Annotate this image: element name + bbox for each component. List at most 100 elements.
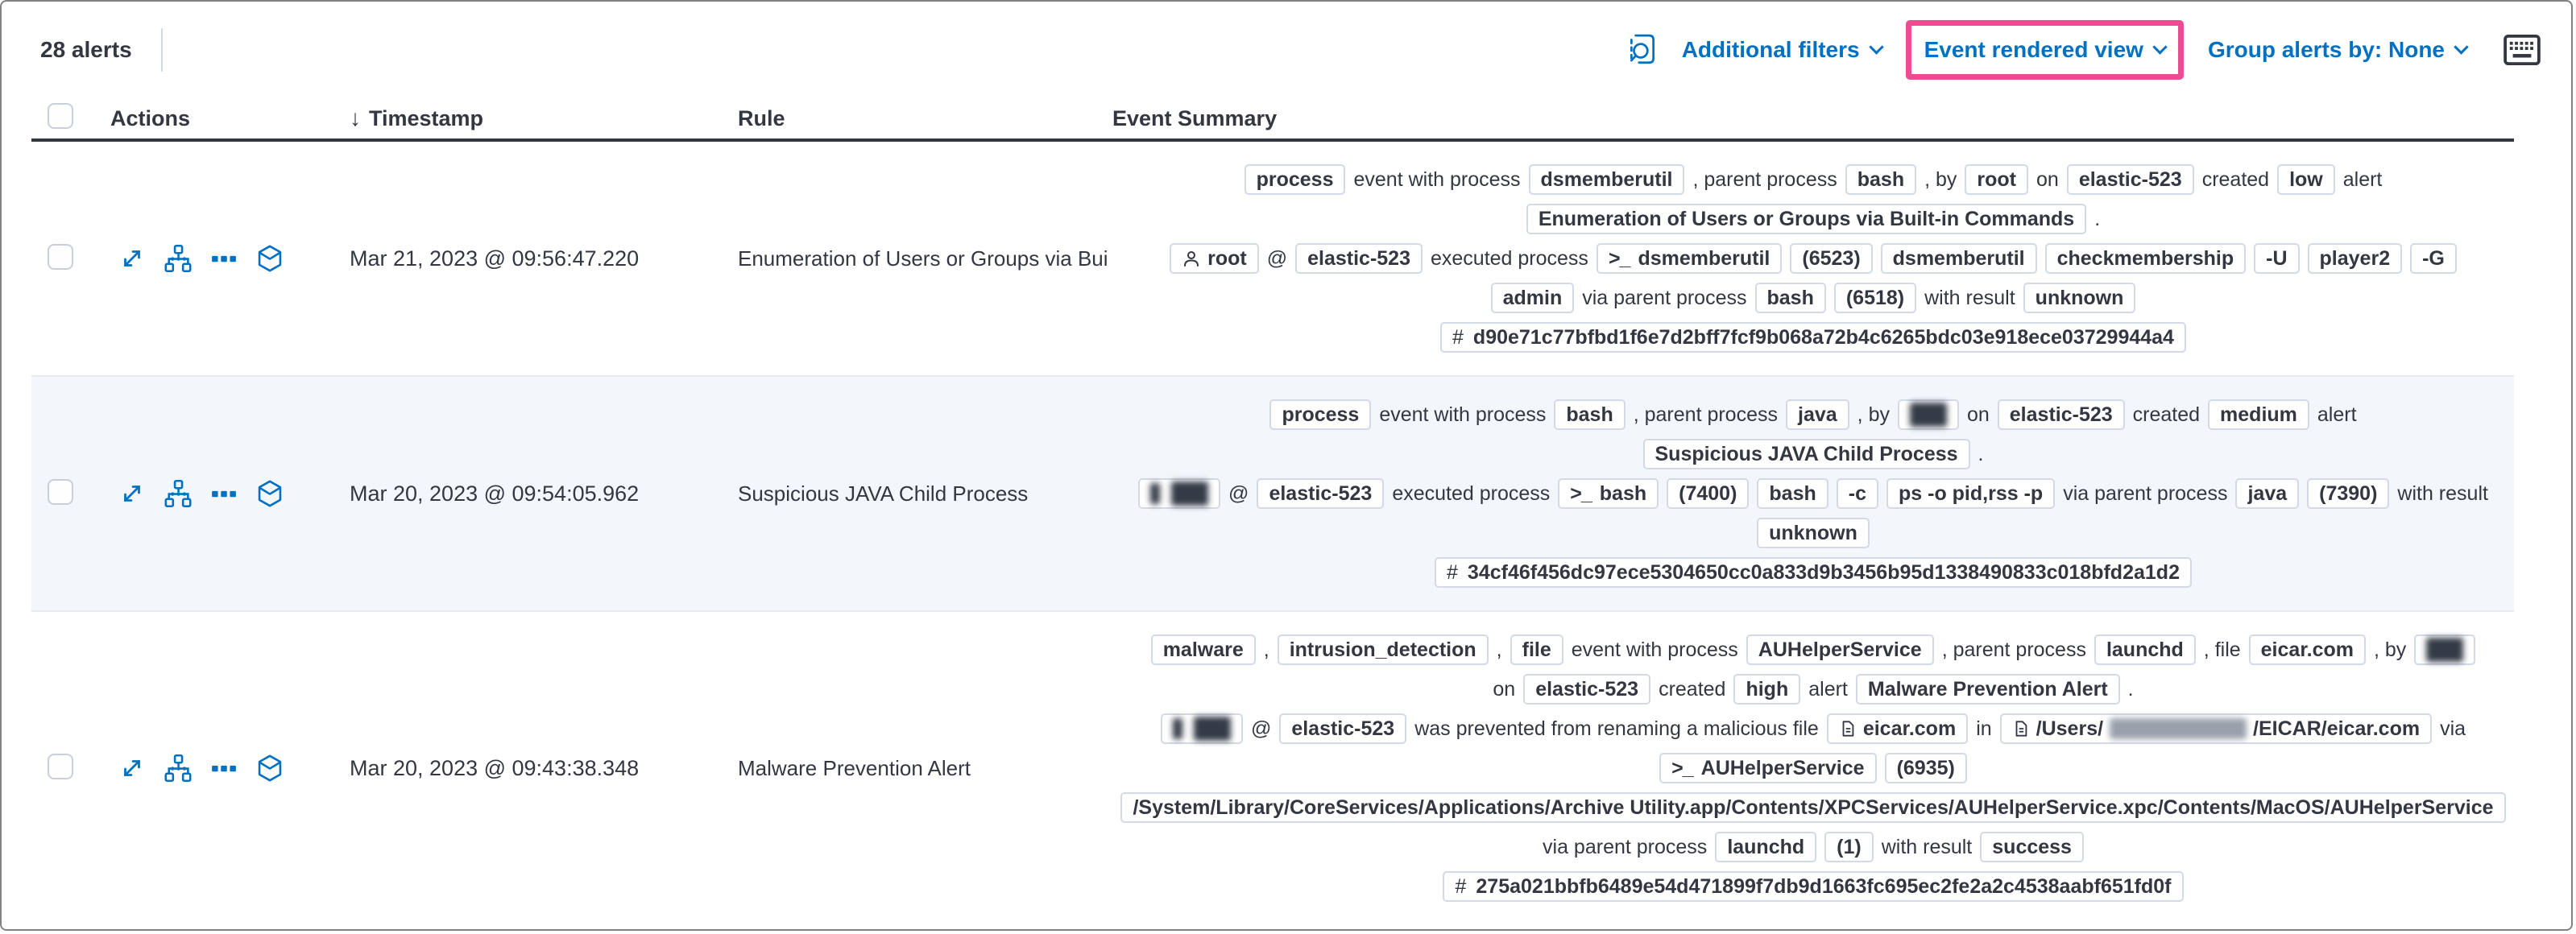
summary-badge[interactable]: -U bbox=[2254, 243, 2300, 274]
summary-badge[interactable]: >_AUHelperService bbox=[1659, 753, 1877, 783]
summary-badge[interactable]: launchd bbox=[2094, 634, 2196, 665]
column-header-event-summary: Event Summary bbox=[1112, 105, 1278, 130]
summary-badge[interactable]: file bbox=[1510, 634, 1563, 665]
investigate-in-timeline-icon[interactable] bbox=[255, 244, 284, 273]
summary-badge[interactable] bbox=[1138, 478, 1221, 509]
summary-badge[interactable]: process bbox=[1269, 399, 1372, 430]
summary-badge[interactable]: process bbox=[1244, 164, 1346, 195]
toolbar: 28 alerts Additional filters Event rende… bbox=[2, 2, 2571, 98]
summary-text: via parent process bbox=[1582, 286, 1747, 309]
summary-badge[interactable]: admin bbox=[1490, 283, 1575, 313]
select-all-checkbox[interactable] bbox=[48, 102, 73, 129]
summary-badge[interactable]: elastic-523 bbox=[1997, 399, 2125, 430]
summary-badge[interactable] bbox=[1897, 399, 1959, 430]
column-header-actions: Actions bbox=[110, 105, 191, 130]
summary-badge[interactable]: medium bbox=[2208, 399, 2309, 430]
summary-badge[interactable]: dsmemberutil bbox=[1880, 243, 2037, 274]
view-selector-button[interactable]: Event rendered view bbox=[1924, 37, 2168, 63]
investigate-in-timeline-icon[interactable] bbox=[255, 754, 284, 783]
group-alerts-by-button[interactable]: Group alerts by: None bbox=[2208, 37, 2469, 63]
expand-icon[interactable] bbox=[118, 245, 146, 272]
summary-badge[interactable]: elastic-523 bbox=[1279, 713, 1407, 744]
additional-filters-button[interactable]: Additional filters bbox=[1682, 37, 1884, 63]
summary-badge[interactable] bbox=[1160, 713, 1243, 744]
summary-badge[interactable]: Suspicious JAVA Child Process bbox=[1642, 439, 1970, 469]
analyze-event-icon[interactable] bbox=[164, 479, 193, 508]
summary-badge[interactable]: /Users//EICAR/eicar.com bbox=[1999, 713, 2433, 744]
summary-text: event with process bbox=[1353, 167, 1521, 191]
summary-badge[interactable]: (7400) bbox=[1667, 478, 1750, 509]
summary-badge[interactable]: unknown bbox=[1757, 518, 1870, 548]
summary-badge[interactable]: eicar.com bbox=[2248, 634, 2367, 665]
summary-badge[interactable]: (6518) bbox=[1833, 283, 1917, 313]
summary-badge[interactable]: java bbox=[2235, 478, 2300, 509]
summary-badge[interactable]: (6935) bbox=[1884, 753, 1967, 783]
alerts-table: Actions ↓ Timestamp Rule Event Summary M… bbox=[31, 98, 2514, 924]
summary-badge[interactable]: AUHelperService bbox=[1746, 634, 1934, 665]
summary-badge[interactable]: (1) bbox=[1824, 832, 1874, 862]
summary-text: @ bbox=[1228, 481, 1249, 505]
summary-badge[interactable]: -c bbox=[1836, 478, 1878, 509]
view-selector-label: Event rendered view bbox=[1924, 37, 2143, 62]
user-icon bbox=[1184, 251, 1199, 267]
summary-badge[interactable]: #275a021bbfb6489e54d471899f7db9d1663fc69… bbox=[1443, 871, 2184, 902]
more-actions-icon[interactable] bbox=[210, 754, 238, 782]
summary-badge[interactable]: ps -o pid,rss -p bbox=[1886, 478, 2056, 509]
summary-text: , by bbox=[1857, 403, 1890, 426]
summary-badge[interactable]: elastic-523 bbox=[2066, 164, 2194, 195]
summary-badge[interactable]: player2 bbox=[2307, 243, 2403, 274]
column-header-timestamp[interactable]: ↓ Timestamp bbox=[340, 105, 738, 131]
summary-badge[interactable]: launchd bbox=[1715, 832, 1817, 862]
summary-badge[interactable] bbox=[2414, 634, 2476, 665]
summary-badge[interactable]: #d90e71c77bfbd1f6e7d2bff7fcf9b068a72b4c6… bbox=[1440, 322, 2186, 353]
summary-badge[interactable]: -G bbox=[2410, 243, 2457, 274]
summary-badge[interactable]: bash bbox=[1754, 283, 1826, 313]
summary-badge[interactable]: >_dsmemberutil bbox=[1596, 243, 1783, 274]
summary-badge[interactable]: Malware Prevention Alert bbox=[1855, 674, 2120, 705]
row-checkbox[interactable] bbox=[48, 753, 73, 779]
summary-badge[interactable]: /System/Library/CoreServices/Application… bbox=[1120, 792, 2506, 823]
summary-line: >_AUHelperService(6935) bbox=[1659, 753, 1967, 783]
summary-badge[interactable]: (7390) bbox=[2307, 478, 2390, 509]
summary-badge[interactable]: success bbox=[1980, 832, 2084, 862]
summary-badge[interactable]: bash bbox=[1845, 164, 1917, 195]
analyze-event-icon[interactable] bbox=[164, 244, 193, 273]
keyboard-shortcuts-icon[interactable] bbox=[2504, 35, 2541, 65]
summary-badge[interactable]: high bbox=[1733, 674, 1801, 705]
inspect-icon[interactable] bbox=[1627, 33, 1658, 67]
expand-icon[interactable] bbox=[118, 480, 146, 507]
summary-badge[interactable]: root bbox=[1965, 164, 2028, 195]
hash-icon: # bbox=[1447, 561, 1458, 584]
summary-badge[interactable]: eicar.com bbox=[1826, 713, 1969, 744]
more-actions-icon[interactable] bbox=[210, 480, 238, 507]
more-actions-icon[interactable] bbox=[210, 245, 238, 272]
summary-badge[interactable]: bash bbox=[1757, 478, 1828, 509]
summary-badge[interactable]: low bbox=[2277, 164, 2335, 195]
alert-count: 28 alerts bbox=[40, 37, 132, 62]
summary-badge[interactable]: bash bbox=[1554, 399, 1626, 430]
summary-badge[interactable]: dsmemberutil bbox=[1528, 164, 1685, 195]
summary-badge[interactable]: Enumeration of Users or Groups via Built… bbox=[1526, 204, 2087, 234]
summary-badge[interactable]: elastic-523 bbox=[1257, 478, 1385, 509]
summary-badge[interactable]: elastic-523 bbox=[1523, 674, 1651, 705]
summary-line: unknown bbox=[1757, 518, 1870, 548]
summary-badge[interactable]: intrusion_detection bbox=[1277, 634, 1489, 665]
row-checkbox[interactable] bbox=[48, 478, 73, 505]
summary-badge[interactable]: elastic-523 bbox=[1295, 243, 1423, 274]
summary-badge[interactable]: (6523) bbox=[1790, 243, 1873, 274]
summary-badge[interactable]: java bbox=[1786, 399, 1849, 430]
summary-badge[interactable]: checkmembership bbox=[2044, 243, 2247, 274]
redacted-text bbox=[1909, 403, 1947, 427]
summary-badge[interactable]: malware bbox=[1150, 634, 1256, 665]
summary-badge[interactable]: unknown bbox=[2023, 283, 2136, 313]
investigate-in-timeline-icon[interactable] bbox=[255, 479, 284, 508]
summary-text: . bbox=[1978, 442, 1984, 465]
summary-badge[interactable]: #34cf46f456dc97ece5304650cc0a833d9b3456b… bbox=[1435, 557, 2192, 588]
row-checkbox[interactable] bbox=[48, 243, 73, 270]
summary-badge[interactable]: >_bash bbox=[1558, 478, 1659, 509]
expand-icon[interactable] bbox=[118, 754, 146, 782]
analyze-event-icon[interactable] bbox=[164, 754, 193, 783]
summary-badge[interactable]: root bbox=[1170, 243, 1259, 274]
